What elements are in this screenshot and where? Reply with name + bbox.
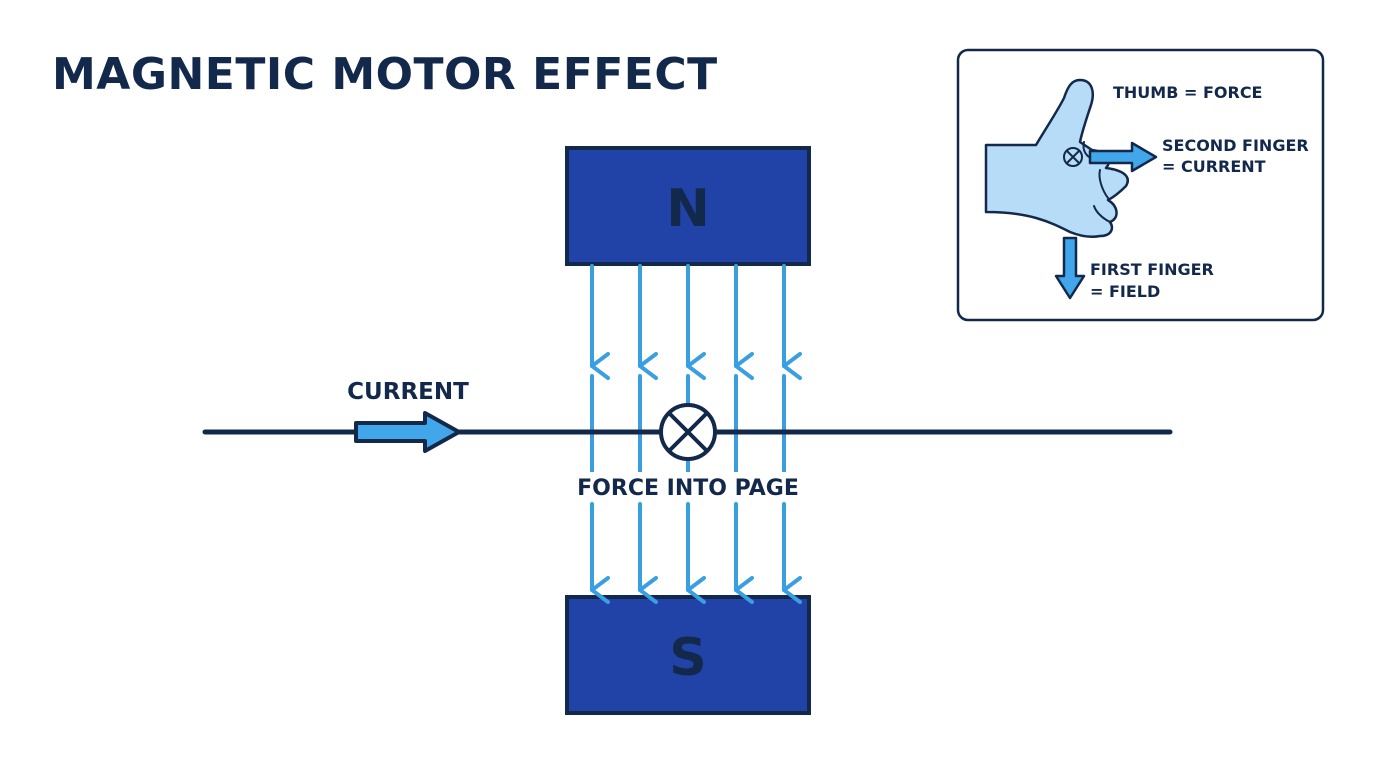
first-finger-arrow-icon [1054, 236, 1086, 300]
left-hand-rule-inset: THUMB = FORCE SECOND FINGER = CURRENT FI… [956, 48, 1325, 322]
south-magnet: S [565, 595, 811, 715]
force-label: FORCE INTO PAGE [577, 476, 799, 501]
second-finger-arrow-icon [1088, 141, 1158, 173]
inset-panel [956, 48, 1325, 322]
into-page-icon-small [1063, 147, 1083, 167]
south-pole-label: S [669, 628, 706, 688]
first-finger-label-line2: = FIELD [1090, 282, 1160, 301]
into-page-icon [659, 403, 717, 461]
hand-crease [1093, 205, 1111, 223]
second-finger-label-line1: SECOND FINGER [1162, 136, 1309, 155]
current-arrow-icon [354, 411, 461, 453]
force-label-background [568, 472, 808, 502]
north-magnet: N [565, 146, 811, 266]
south-magnet-block [565, 595, 811, 715]
first-finger-label-line1: FIRST FINGER [1090, 260, 1214, 279]
thumb-label: THUMB = FORCE [1113, 83, 1262, 102]
second-finger-label-line2: = CURRENT [1162, 157, 1266, 176]
hand-crease [1098, 169, 1109, 199]
current-label: CURRENT [347, 379, 469, 405]
north-magnet-block [565, 146, 811, 266]
hand-icon [984, 78, 1129, 239]
page-title: MAGNETIC MOTOR EFFECT [52, 49, 718, 100]
north-pole-label: N [666, 179, 710, 239]
